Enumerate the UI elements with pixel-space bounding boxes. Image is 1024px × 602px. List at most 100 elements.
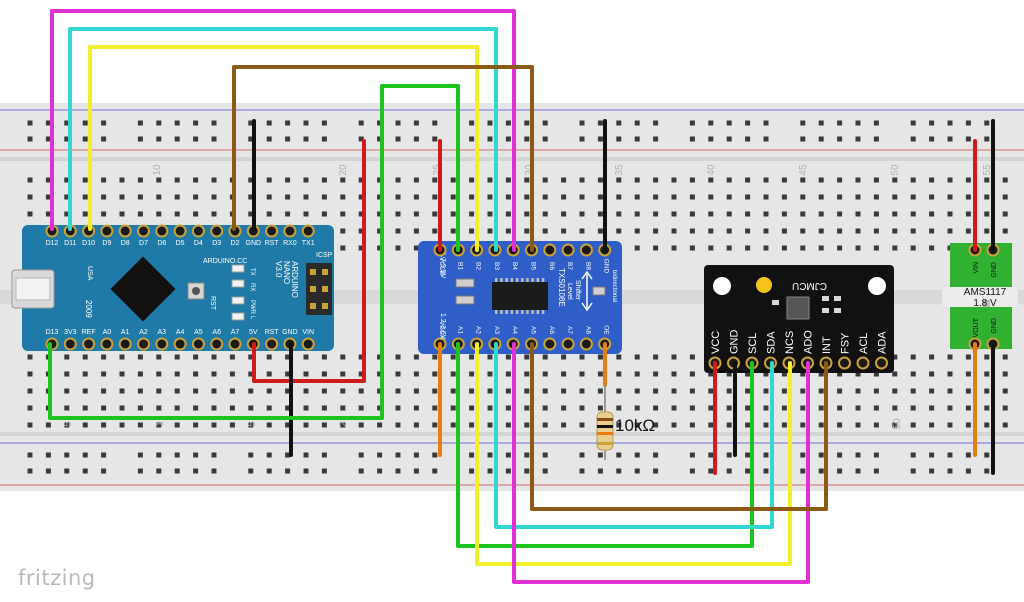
breadboard-hole	[542, 211, 548, 217]
breadboard-hole	[413, 120, 419, 126]
breadboard-hole	[248, 388, 254, 394]
breadboard-hole	[137, 468, 143, 474]
breadboard-hole	[487, 211, 493, 217]
breadboard-hole	[965, 354, 971, 360]
breadboard-hole	[358, 371, 364, 377]
breadboard-hole	[193, 405, 199, 411]
breadboard-hole	[413, 245, 419, 251]
breadboard-hole	[101, 388, 107, 394]
arduino-title-line: V3.0	[274, 261, 283, 278]
breadboard-hole	[763, 422, 769, 428]
breadboard-hole	[708, 388, 714, 394]
header-pin	[137, 224, 150, 238]
breadboard-hole	[101, 177, 107, 183]
wire-yellow-top	[88, 45, 479, 252]
breadboard-hole	[561, 405, 567, 411]
pin-label: VIN	[302, 329, 314, 336]
breadboard-hole	[818, 405, 824, 411]
breadboard-hole	[432, 422, 438, 428]
breadboard-hole	[800, 194, 806, 200]
breadboard-hole	[708, 120, 714, 126]
breadboard-hole	[910, 468, 916, 474]
breadboard-hole	[487, 371, 493, 377]
breadboard-hole	[542, 452, 548, 458]
breadboard-hole	[597, 405, 603, 411]
breadboard-hole	[984, 371, 990, 377]
breadboard-hole	[303, 405, 309, 411]
breadboard-hole	[505, 354, 511, 360]
breadboard-hole	[745, 388, 751, 394]
breadboard-hole	[542, 194, 548, 200]
regulator-name: AMS1117	[964, 287, 1007, 298]
breadboard-hole	[855, 245, 861, 251]
breadboard-hole	[579, 468, 585, 474]
chip-leg	[536, 278, 540, 282]
breadboard-hole	[156, 388, 162, 394]
breadboard-hole	[303, 422, 309, 428]
imu-logo-icon	[756, 277, 772, 293]
breadboard-hole	[689, 371, 695, 377]
breadboard-hole	[726, 211, 732, 217]
breadboard-hole	[579, 194, 585, 200]
header-pin	[82, 337, 96, 351]
pin-label: GND	[246, 240, 262, 247]
breadboard-hole	[800, 422, 806, 428]
breadboard-hole	[505, 136, 511, 142]
imu-pin	[838, 356, 851, 370]
breadboard-hole	[64, 388, 70, 394]
wire-magenta-top	[50, 9, 516, 252]
breadboard-hole	[156, 120, 162, 126]
breadboard-hole	[653, 452, 659, 458]
breadboard-hole	[561, 371, 567, 377]
breadboard-hole	[726, 228, 732, 234]
breadboard-hole	[64, 136, 70, 142]
breadboard-hole	[524, 136, 530, 142]
breadboard-hole	[303, 194, 309, 200]
regulator-pin-label: VIN	[973, 262, 980, 274]
imu-pin-label: FSY	[840, 332, 852, 354]
breadboard-hole	[524, 371, 530, 377]
breadboard-hole	[984, 468, 990, 474]
breadboard-hole	[413, 228, 419, 234]
chip-leg	[541, 310, 545, 314]
breadboard-hole	[1002, 388, 1008, 394]
breadboard-hole	[395, 228, 401, 234]
column-number: 5	[63, 421, 74, 427]
breadboard-hole	[413, 354, 419, 360]
breadboard-hole	[358, 228, 364, 234]
breadboard-hole	[524, 177, 530, 183]
breadboard-hole	[101, 468, 107, 474]
arduino-board	[22, 225, 334, 351]
breadboard-hole	[818, 228, 824, 234]
breadboard-hole	[211, 468, 217, 474]
breadboard-hole	[781, 177, 787, 183]
breadboard-hole	[579, 388, 585, 394]
breadboard-hole	[634, 452, 640, 458]
breadboard-hole	[616, 136, 622, 142]
breadboard-hole	[211, 177, 217, 183]
breadboard-hole	[781, 405, 787, 411]
breadboard-hole	[984, 211, 990, 217]
chip-leg	[500, 310, 503, 314]
chip-leg	[515, 310, 519, 314]
wire-brown-int	[530, 342, 828, 511]
breadboard-hole	[82, 388, 88, 394]
breadboard-hole	[708, 228, 714, 234]
chip-leg	[500, 278, 503, 282]
breadboard-hole	[965, 177, 971, 183]
breadboard-hole	[321, 405, 327, 411]
breadboard-hole	[211, 388, 217, 394]
breadboard-hole	[597, 120, 603, 126]
breadboard-hole	[689, 405, 695, 411]
breadboard-hole	[413, 452, 419, 458]
breadboard-hole	[818, 452, 824, 458]
breadboard-hole	[358, 422, 364, 428]
breadboard-hole	[101, 371, 107, 377]
header-pin	[155, 224, 169, 238]
breadboard-hole	[800, 405, 806, 411]
breadboard-hole	[818, 422, 824, 428]
icsp-header	[306, 263, 332, 315]
breadboard-hole	[395, 177, 401, 183]
breadboard-hole	[395, 354, 401, 360]
